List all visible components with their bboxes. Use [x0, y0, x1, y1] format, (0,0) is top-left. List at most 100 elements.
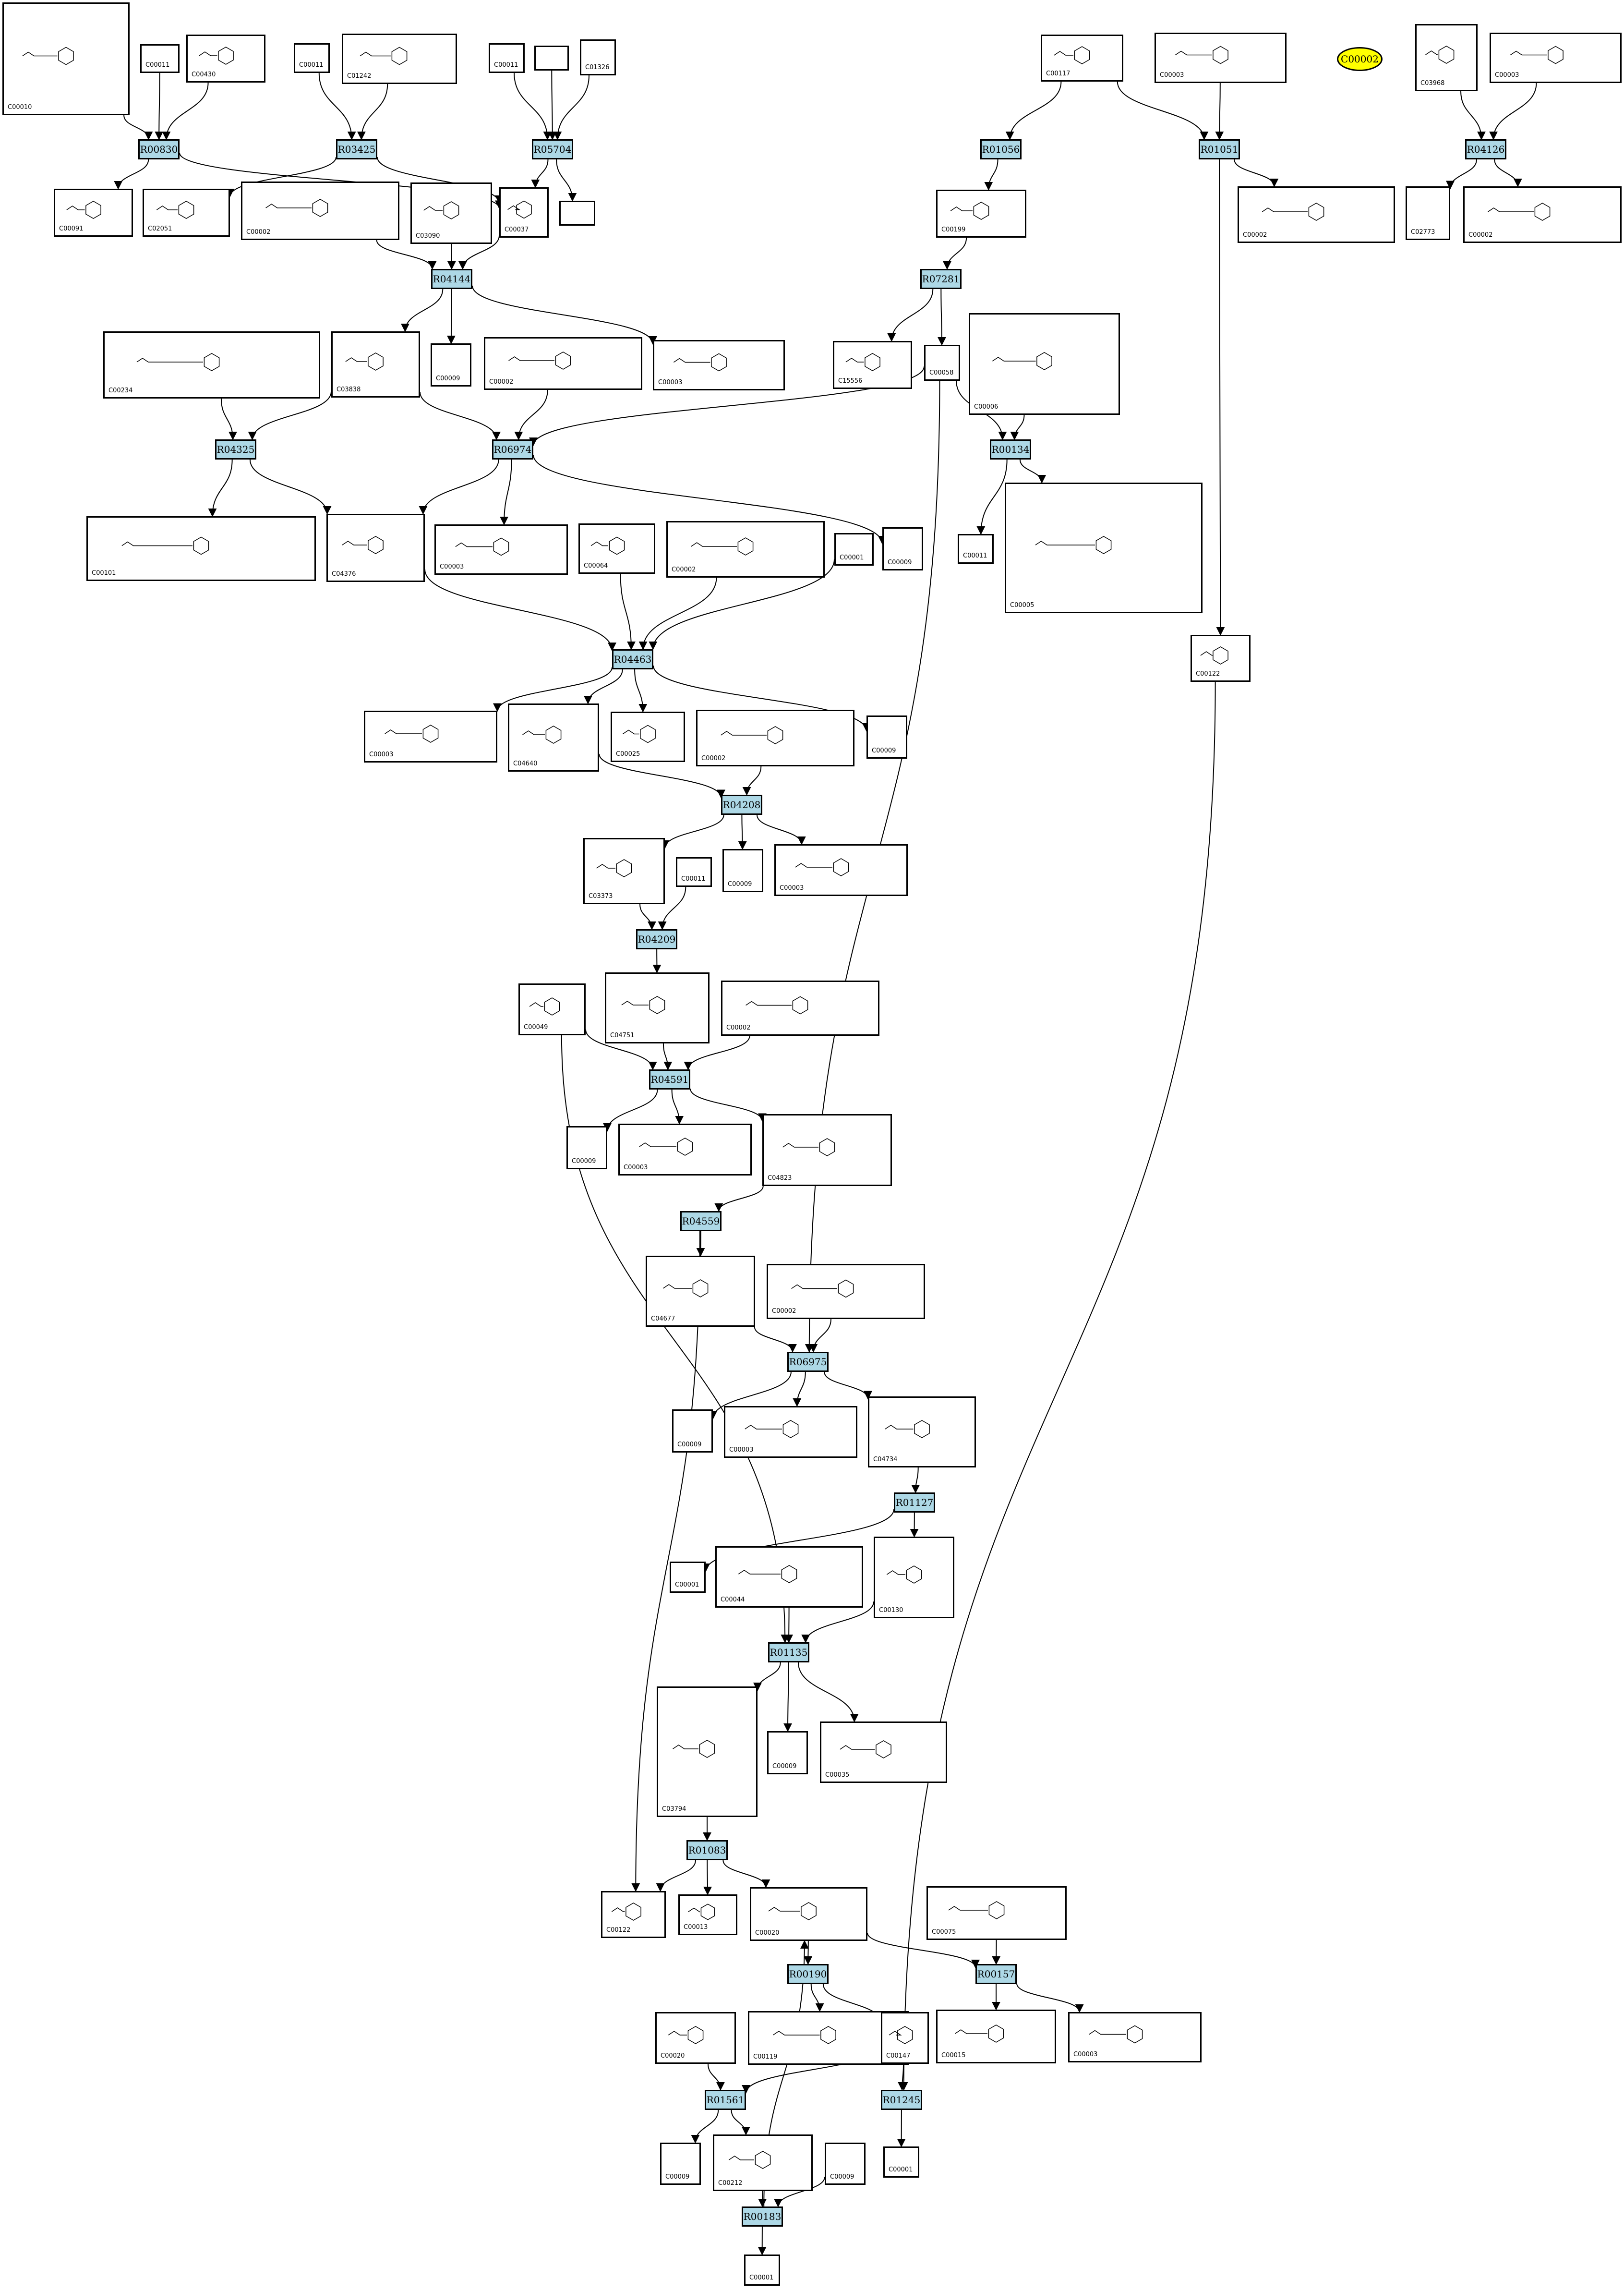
compound-n34[interactable]: C00064 [578, 523, 655, 574]
compound-n36[interactable]: C00001 [834, 533, 874, 566]
reaction-R04325[interactable]: R04325 [215, 439, 256, 460]
compound-n8[interactable]: C01326 [580, 39, 616, 75]
compound-n26[interactable]: C00002 [484, 337, 642, 390]
compound-n70[interactable]: C00075 [926, 1886, 1067, 1940]
compound-n62[interactable]: C00044 [715, 1546, 863, 1608]
compound-n67[interactable]: C00122 [601, 1891, 666, 1938]
compound-n15[interactable]: C00002 [241, 182, 399, 240]
compound-n24[interactable]: C03838 [331, 331, 420, 398]
compound-n71[interactable]: C00020 [655, 2012, 736, 2064]
compound-n2[interactable]: C00011 [140, 44, 180, 73]
reaction-R06975[interactable]: R06975 [787, 1352, 829, 1372]
reaction-R01127[interactable]: R01127 [894, 1492, 935, 1513]
reaction-R07281[interactable]: R07281 [920, 269, 962, 289]
compound-n6[interactable]: C00011 [489, 43, 525, 73]
compound-n79[interactable]: C00001 [883, 2146, 919, 2178]
compound-n52[interactable]: C00002 [721, 981, 879, 1036]
compound-n18[interactable] [559, 201, 595, 226]
reaction-R04208[interactable]: R04208 [721, 795, 762, 815]
reaction-R01135[interactable]: R01135 [768, 1642, 809, 1662]
compound-n13[interactable]: C00091 [54, 189, 133, 237]
compound-n44[interactable]: C00009 [866, 715, 907, 759]
compound-n58[interactable]: C00009 [672, 1409, 713, 1453]
compound-n29[interactable]: C00058 [924, 345, 960, 381]
reaction-R00830[interactable]: R00830 [138, 139, 180, 159]
compound-n4[interactable]: C00011 [294, 43, 330, 73]
compound-n53[interactable]: C00009 [566, 1126, 607, 1169]
reaction-R04126[interactable]: R04126 [1465, 139, 1506, 159]
compound-n37[interactable]: C00009 [882, 527, 923, 570]
compound-n42[interactable]: C00025 [611, 712, 685, 762]
compound-n41[interactable]: C04640 [508, 703, 599, 772]
compound-n74[interactable]: C00015 [936, 2010, 1056, 2063]
compound-n32[interactable]: C04376 [326, 514, 425, 582]
compound-n56[interactable]: C04677 [646, 1256, 755, 1327]
compound-n57[interactable]: C00002 [767, 1264, 925, 1319]
reaction-R00190[interactable]: R00190 [787, 1964, 829, 1984]
compound-n47[interactable]: C00011 [676, 857, 712, 887]
reaction-R06974[interactable]: R06974 [492, 439, 533, 460]
compound-n55[interactable]: C04823 [762, 1114, 892, 1186]
compound-n11[interactable]: C03968 [1415, 24, 1478, 91]
reaction-R04591[interactable]: R04591 [649, 1069, 690, 1090]
compound-n1[interactable]: C00010 [2, 2, 130, 115]
compound-n35[interactable]: C00002 [666, 521, 825, 578]
compound-n78[interactable]: C00009 [825, 2143, 866, 2185]
compound-n30[interactable]: C00006 [969, 313, 1120, 415]
compound-n28[interactable]: C15556 [833, 341, 912, 389]
reaction-R04209[interactable]: R04209 [636, 929, 677, 949]
reaction-R03425[interactable]: R03425 [336, 139, 377, 159]
compound-n33[interactable]: C00003 [434, 524, 568, 575]
compound-n60[interactable]: C04734 [868, 1396, 976, 1467]
compound-n21[interactable]: C02773 [1406, 186, 1450, 240]
compound-n39[interactable]: C00005 [1005, 483, 1203, 613]
reaction-R01051[interactable]: R01051 [1199, 139, 1240, 159]
compound-n43[interactable]: C00002 [696, 710, 854, 766]
reaction-R04463[interactable]: R04463 [612, 649, 653, 669]
compound-n69[interactable]: C00020 [750, 1887, 867, 1941]
compound-n10[interactable]: C00003 [1155, 33, 1287, 83]
compound-n64[interactable]: C00009 [767, 1731, 808, 1774]
compound-n66[interactable]: C03794 [657, 1686, 758, 1817]
reaction-R05704[interactable]: R05704 [532, 139, 573, 159]
compound-n22[interactable]: C00002 [1463, 186, 1622, 243]
reaction-R01561[interactable]: R01561 [705, 2090, 746, 2110]
compound-n17[interactable]: C00037 [499, 187, 549, 238]
compound-n16[interactable]: C03090 [410, 182, 492, 244]
reaction-R01083[interactable]: R01083 [686, 1840, 728, 1860]
reaction-R01245[interactable]: R01245 [881, 2090, 922, 2110]
compound-n7[interactable] [534, 46, 569, 71]
compound-n20[interactable]: C00002 [1238, 186, 1395, 243]
highlighted-compound[interactable]: C00002 [1337, 47, 1383, 71]
reaction-R01056[interactable]: R01056 [980, 139, 1022, 159]
compound-n50[interactable]: C00049 [518, 983, 586, 1035]
compound-n12[interactable]: C00003 [1490, 33, 1622, 83]
compound-n65[interactable]: C00035 [820, 1721, 947, 1783]
reaction-R00183[interactable]: R00183 [742, 2206, 783, 2227]
compound-n63[interactable]: C00130 [874, 1537, 954, 1618]
compound-n76[interactable]: C00009 [660, 2143, 701, 2185]
reaction-R04144[interactable]: R04144 [431, 269, 472, 289]
compound-n51[interactable]: C04751 [605, 972, 710, 1043]
compound-n73[interactable]: C00147 [881, 2012, 929, 2064]
compound-n3[interactable]: C00430 [186, 35, 265, 83]
compound-n31[interactable]: C00101 [86, 516, 316, 581]
compound-n54[interactable]: C00003 [618, 1124, 752, 1176]
compound-n46[interactable]: C03373 [583, 838, 665, 904]
compound-n23[interactable]: C00234 [103, 331, 320, 399]
compound-n14[interactable]: C02051 [143, 189, 230, 237]
compound-n25[interactable]: C00009 [431, 343, 471, 387]
reaction-R00157[interactable]: R00157 [975, 1964, 1017, 1984]
compound-n75[interactable]: C00003 [1068, 2012, 1202, 2062]
compound-n48[interactable]: C00009 [722, 849, 763, 892]
compound-n80[interactable]: C00001 [744, 2255, 780, 2286]
compound-n19[interactable]: C00199 [936, 190, 1026, 238]
reaction-R04559[interactable]: R04559 [680, 1211, 722, 1231]
compound-n45[interactable]: C00122 [1191, 635, 1251, 682]
reaction-R00134[interactable]: R00134 [990, 439, 1031, 460]
compound-n9[interactable]: C00117 [1041, 35, 1123, 82]
compound-n40[interactable]: C00003 [364, 711, 497, 763]
compound-n38[interactable]: C00011 [958, 534, 994, 564]
compound-n59[interactable]: C00003 [724, 1406, 857, 1458]
compound-n5[interactable]: C01242 [342, 34, 457, 84]
